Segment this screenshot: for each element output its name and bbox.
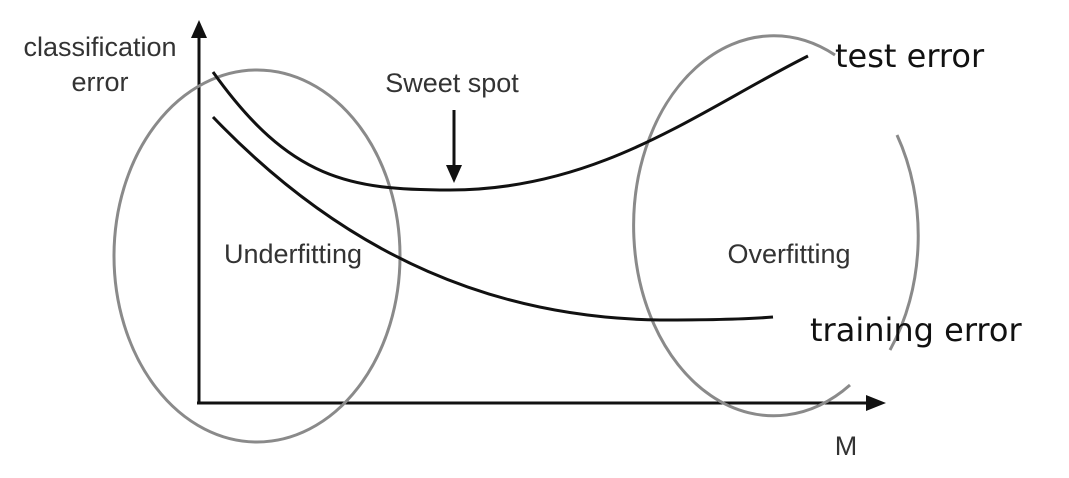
sweet-spot-arrowhead — [446, 165, 462, 183]
x-axis-label: M — [835, 431, 858, 461]
training-error-curve — [211, 115, 774, 322]
underfitting-ellipse — [112, 68, 402, 444]
y-axis-label-line2: error — [71, 67, 128, 97]
sweet-spot-label: Sweet spot — [385, 68, 519, 98]
overfitting-label: Overfitting — [727, 239, 850, 269]
test-error-label: test error — [835, 37, 985, 75]
y-axis-label-line1: classification — [23, 32, 176, 62]
underfitting-label: Underfitting — [224, 239, 362, 269]
test-error-curve — [211, 54, 809, 192]
x-axis-arrowhead — [866, 395, 886, 411]
overfitting-ellipse — [632, 34, 920, 418]
y-axis-arrowhead — [191, 20, 207, 38]
training-error-label: training error — [810, 311, 1022, 349]
